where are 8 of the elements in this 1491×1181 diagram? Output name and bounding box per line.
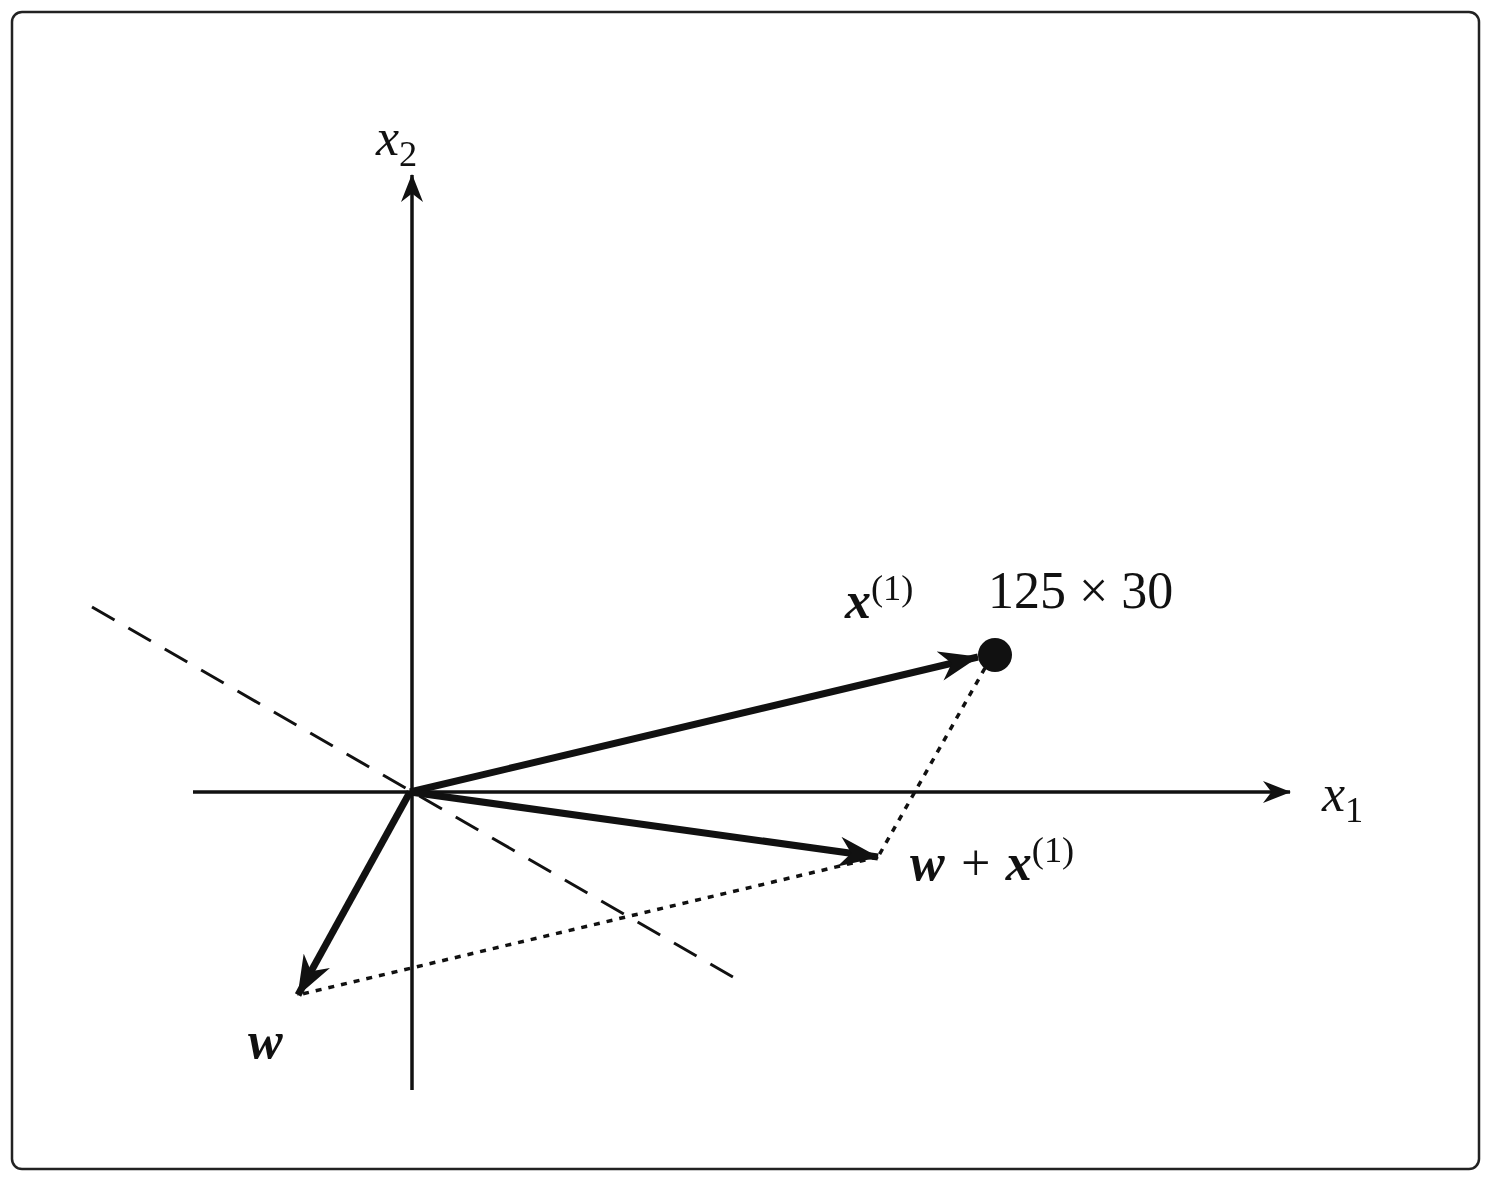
vector-label: x$^{(1)}$ [845, 570, 914, 628]
vector-label: w [248, 1015, 283, 1067]
arrow [294, 790, 414, 997]
axis-label: x$_{1}$ [1322, 768, 1364, 829]
dotted-line [876, 667, 987, 858]
dimension-text: 125 × 30 [988, 565, 1174, 617]
vector-label: w + x$^{(1)}$ [910, 832, 1075, 890]
axis-label: x$_{2}$ [376, 112, 418, 173]
